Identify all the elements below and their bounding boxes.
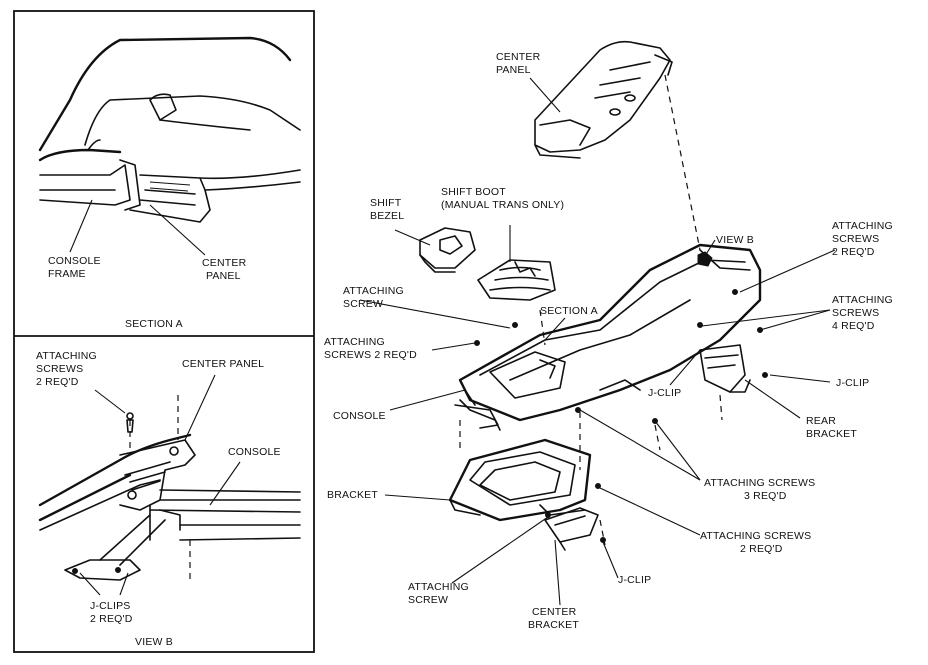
label-shift-bezel: SHIFT — [370, 197, 402, 209]
label-center-panel: CENTER — [202, 257, 247, 269]
rear-bracket-part — [699, 344, 751, 393]
label-attaching-screw: SCREW — [343, 298, 383, 310]
section-a-caption: SECTION A — [125, 318, 183, 330]
label-attaching-screws: 2 REQ'D — [740, 543, 783, 555]
console-part — [454, 243, 762, 431]
screw-markers — [474, 289, 768, 543]
label-attaching-screws: ATTACHING — [832, 220, 893, 232]
label-attaching-screws: ATTACHING SCREWS — [704, 477, 815, 489]
label-j-clip: J-CLIP — [618, 574, 651, 586]
label-attaching-screw: ATTACHING — [408, 581, 469, 593]
label-j-clips: 2 REQ'D — [90, 613, 133, 625]
label-j-clip: J-CLIP — [648, 387, 681, 399]
label-attaching-screws: ATTACHING SCREWS — [700, 530, 811, 542]
label-attaching-screws: SCREWS — [832, 233, 879, 245]
view-b-caption: VIEW B — [135, 636, 173, 648]
view-b-dashed-guide — [664, 74, 701, 251]
label-console-frame: CONSOLE — [48, 255, 101, 267]
label-rear-bracket: BRACKET — [806, 428, 857, 440]
bracket-part — [448, 438, 592, 522]
inset-frame — [13, 10, 315, 653]
label-attaching-screws: 2 REQ'D — [36, 376, 79, 388]
center-bracket-part — [544, 507, 599, 551]
view-b-leaders — [79, 374, 241, 596]
main-leaders — [359, 77, 836, 606]
label-attaching-screw: SCREW — [408, 594, 448, 606]
label-attaching-screws: SCREWS — [832, 307, 879, 319]
label-console: CONSOLE — [228, 446, 281, 458]
label-center-panel: CENTER PANEL — [182, 358, 264, 370]
section-a-drawing — [38, 36, 301, 223]
label-center-panel: CENTER — [496, 51, 541, 63]
label-j-clip: J-CLIP — [836, 377, 869, 389]
label-attaching-screws: SCREWS — [36, 363, 83, 375]
label-shift-boot: (MANUAL TRANS ONLY) — [441, 199, 564, 211]
label-center-bracket: CENTER — [532, 606, 577, 618]
label-attaching-screw: ATTACHING — [343, 285, 404, 297]
label-center-bracket: BRACKET — [528, 619, 579, 631]
label-attaching-screws: ATTACHING — [36, 350, 97, 362]
label-center-panel: PANEL — [496, 64, 531, 76]
label-attaching-screws: 2 REQ'D — [832, 246, 875, 258]
label-attaching-screws: 4 REQ'D — [832, 320, 875, 332]
label-center-panel: PANEL — [206, 270, 241, 282]
label-console-frame: FRAME — [48, 268, 86, 280]
label-shift-boot: SHIFT BOOT — [441, 186, 506, 198]
label-shift-bezel: BEZEL — [370, 210, 404, 222]
label-attaching-screws: 3 REQ'D — [744, 490, 787, 502]
label-bracket: BRACKET — [327, 489, 378, 501]
label-rear-bracket: REAR — [806, 415, 836, 427]
label-attaching-screws: SCREWS 2 REQ'D — [324, 349, 417, 361]
center-panel-part — [534, 40, 673, 159]
label-j-clips: J-CLIPS — [90, 600, 131, 612]
main-dashed-guides — [459, 394, 723, 546]
section-a-leaders — [69, 199, 206, 256]
label-attaching-screws: ATTACHING — [324, 336, 385, 348]
shift-bezel-part — [419, 227, 476, 273]
label-attaching-screws: ATTACHING — [832, 294, 893, 306]
label-view-b: VIEW B — [716, 234, 754, 246]
shift-boot-part — [477, 259, 556, 301]
view-b-drawing — [38, 395, 301, 581]
label-section-a: SECTION A — [540, 305, 598, 317]
label-console: CONSOLE — [333, 410, 386, 422]
